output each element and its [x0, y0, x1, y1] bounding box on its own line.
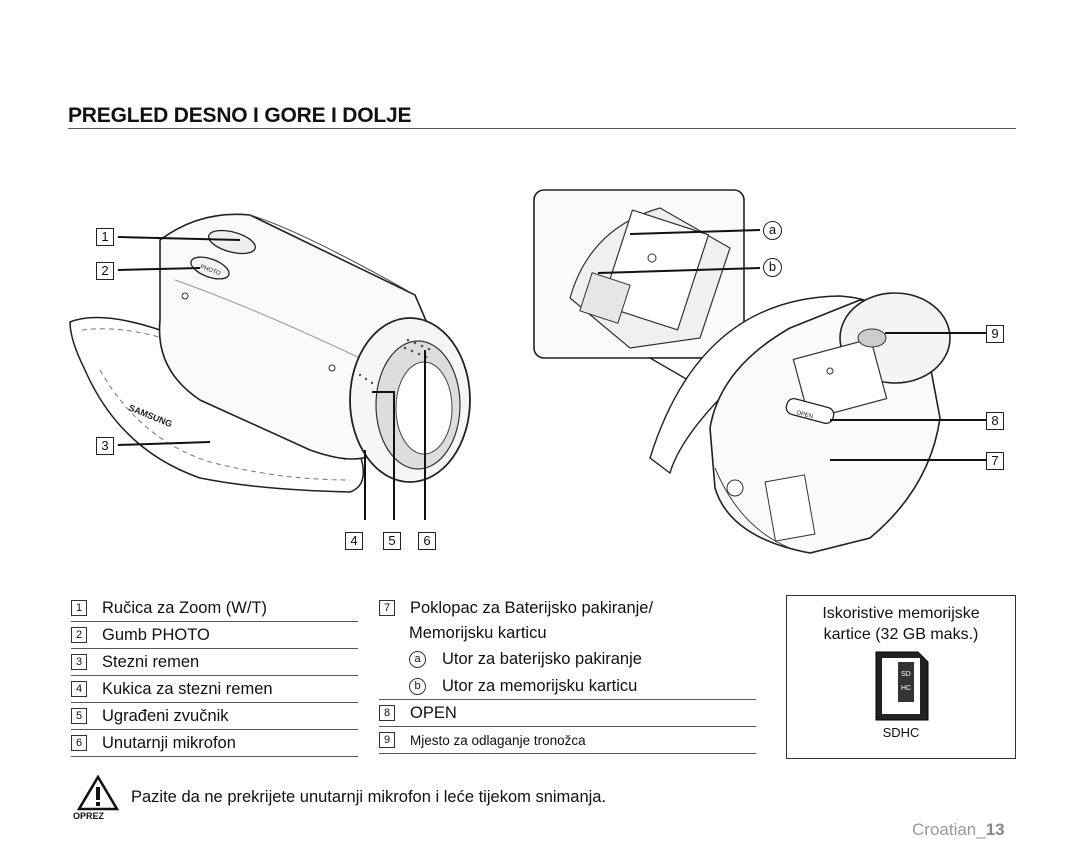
page-footer: Croatian_13 — [912, 820, 1005, 840]
warning-icon — [77, 775, 119, 811]
sd-card-icon: SD HC — [875, 651, 929, 721]
callout-a: a — [763, 221, 782, 240]
callout-9: 9 — [986, 325, 1004, 343]
svg-text:SD: SD — [901, 671, 911, 678]
memory-card-text-line2: kartice (32 GB maks.) — [823, 626, 979, 643]
list-item-continued: Memorijsku karticu — [409, 623, 547, 642]
callout-5: 5 — [383, 532, 401, 550]
callout-2: 2 — [96, 262, 114, 280]
memory-card-panel: Iskoristive memorijske kartice (32 GB ma… — [786, 595, 1016, 759]
open-label: OPEN — [795, 410, 813, 420]
camcorder-side-illustration: SAMSUNG PHOTO — [69, 213, 471, 520]
callout-4: 4 — [345, 532, 363, 550]
callout-6: 6 — [418, 532, 436, 550]
caution-label: OPREZ — [73, 811, 105, 821]
camcorder-bottom-illustration: OPEN — [533, 189, 986, 554]
page-number: 13 — [985, 820, 1005, 839]
caution-text: Pazite da ne prekrijete unutarnji mikrof… — [131, 788, 607, 806]
callout-1: 1 — [96, 228, 114, 246]
footer-language: Croatian_ — [912, 820, 986, 839]
svg-text:HC: HC — [901, 685, 911, 692]
title-divider — [68, 128, 1016, 129]
callout-7: 7 — [986, 452, 1004, 470]
callout-b: b — [763, 258, 782, 277]
callout-8: 8 — [986, 412, 1004, 430]
sdhc-label: SDHC — [882, 725, 920, 740]
callout-3: 3 — [96, 437, 114, 455]
page-title: PREGLED DESNO I GORE I DOLJE — [68, 104, 412, 127]
memory-card-text-line1: Iskoristive memorijske — [822, 605, 980, 622]
